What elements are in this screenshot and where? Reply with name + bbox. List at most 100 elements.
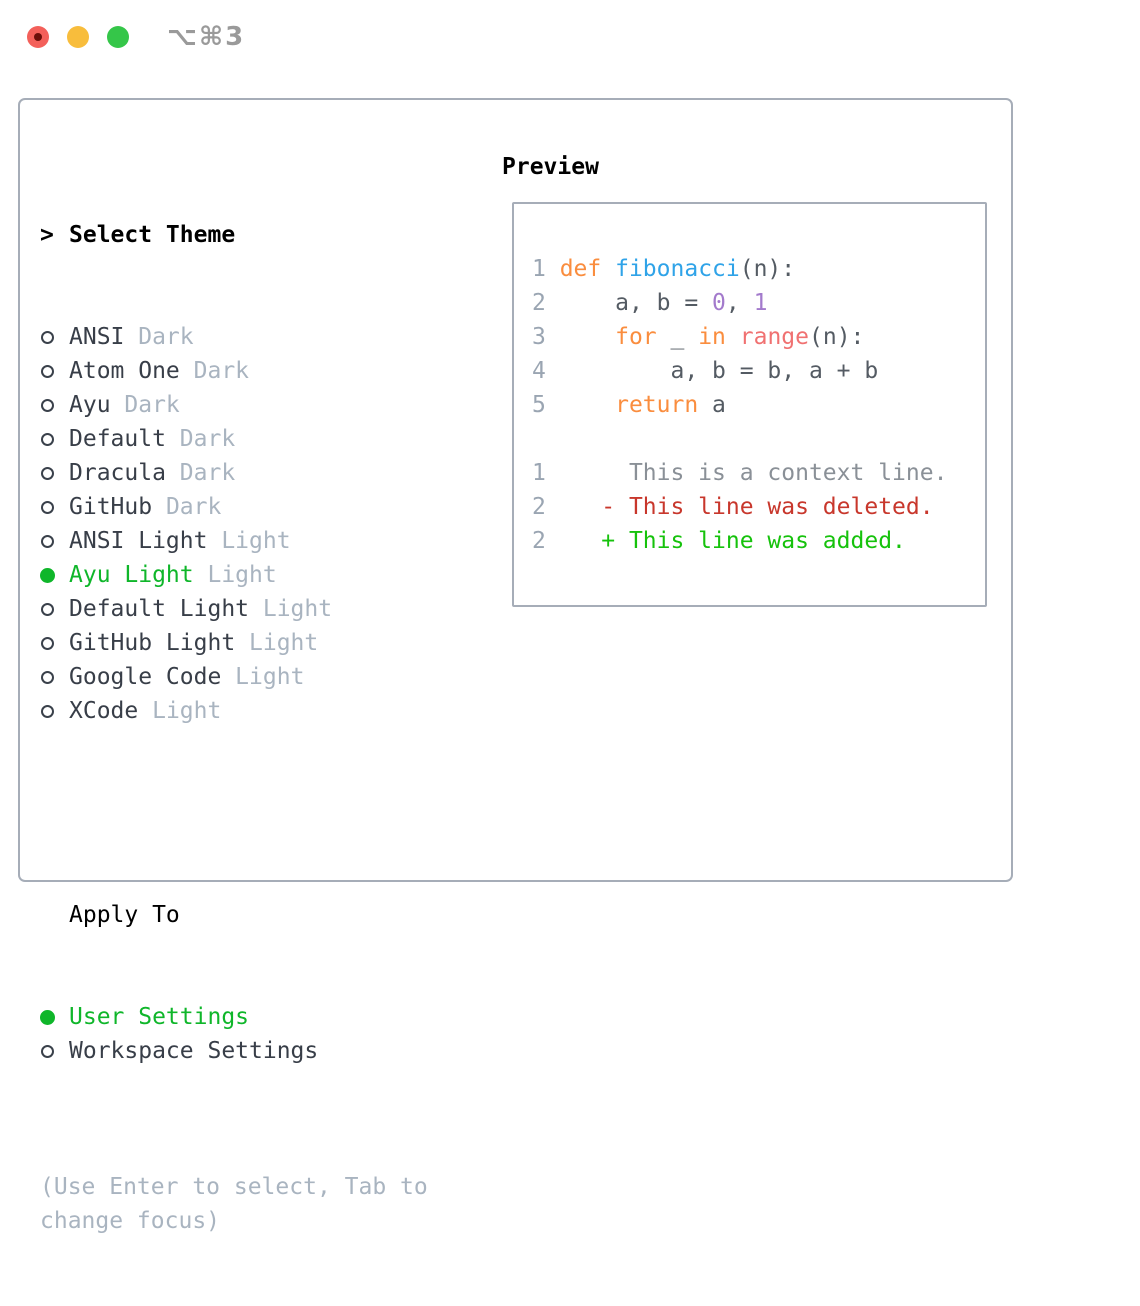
line-number: 1 xyxy=(532,460,560,486)
code-line: 5 return a xyxy=(532,388,985,422)
code-token: , xyxy=(725,290,754,316)
theme-name: ANSI xyxy=(69,324,125,350)
theme-variant-tag: Dark xyxy=(165,426,236,452)
theme-variant-tag: Dark xyxy=(124,324,194,350)
theme-variant-tag: Light xyxy=(221,664,305,690)
zoom-button[interactable] xyxy=(107,26,129,48)
radio-unselected-icon xyxy=(41,364,54,378)
line-number: 2 xyxy=(532,528,560,554)
theme-list-item[interactable]: Ayu Dark xyxy=(40,388,428,422)
radio-unselected-icon xyxy=(41,466,54,480)
theme-variant-tag: Dark xyxy=(179,358,250,384)
line-number: 2 xyxy=(532,494,560,520)
theme-list-item[interactable]: GitHub Dark xyxy=(40,490,428,524)
close-button[interactable] xyxy=(27,26,49,48)
theme-list-item[interactable]: Atom One Dark xyxy=(40,354,428,388)
line-number: 3 xyxy=(532,324,560,350)
line-number: 5 xyxy=(532,392,560,418)
radio-unselected-icon xyxy=(41,398,54,412)
theme-variant-tag: Light xyxy=(207,528,291,554)
code-token: range xyxy=(739,324,809,350)
minimize-button[interactable] xyxy=(67,26,89,48)
apply-to-option[interactable]: Workspace Settings xyxy=(40,1034,428,1068)
code-token xyxy=(726,324,740,350)
code-line xyxy=(532,422,985,456)
code-token: (n): xyxy=(739,256,796,282)
radio-unselected-icon xyxy=(41,704,54,718)
code-token: _ xyxy=(656,324,699,350)
code-line: 2 - This line was deleted. xyxy=(532,490,985,524)
code-line: 1 def fibonacci(n): xyxy=(532,252,985,286)
preview-title: Preview xyxy=(502,154,599,180)
spacer xyxy=(40,796,428,830)
radio-selected-icon xyxy=(40,1009,55,1025)
code-token: for xyxy=(615,324,657,350)
code-line: 2 + This line was added. xyxy=(532,524,985,558)
code-token: - This line was deleted. xyxy=(559,494,934,520)
theme-name: Default Light xyxy=(69,596,250,622)
radio-unselected-icon xyxy=(41,500,54,514)
code-line: 3 for _ in range(n): xyxy=(532,320,985,354)
theme-list-item[interactable]: GitHub Light Light xyxy=(40,626,428,660)
code-token: 1 xyxy=(753,290,768,316)
theme-variant-tag: Dark xyxy=(152,494,222,520)
theme-list-header: > Select Theme xyxy=(40,218,428,252)
theme-name: XCode xyxy=(69,698,139,724)
theme-list-item[interactable]: Google Code Light xyxy=(40,660,428,694)
apply-to-title: Apply To xyxy=(69,902,180,928)
radio-unselected-icon xyxy=(41,1044,54,1058)
radio-unselected-icon xyxy=(41,534,54,548)
theme-list-item[interactable]: Default Dark xyxy=(40,422,428,456)
theme-list-title: Select Theme xyxy=(69,222,236,248)
line-number: 2 xyxy=(532,290,560,316)
theme-list-item[interactable]: ANSI Dark xyxy=(40,320,428,354)
code-token: a, b = b, a + b xyxy=(559,358,879,384)
theme-list-item[interactable]: Dracula Dark xyxy=(40,456,428,490)
theme-variant-tag: Dark xyxy=(165,460,236,486)
theme-name: Default xyxy=(69,426,166,452)
code-token: 0 xyxy=(712,290,726,316)
theme-name: GitHub xyxy=(69,494,153,520)
code-token: a, b = xyxy=(559,290,713,316)
apply-to-option[interactable]: User Settings xyxy=(40,1000,428,1034)
cursor-prefix-icon: > xyxy=(40,222,54,248)
code-line: 4 a, b = b, a + b xyxy=(532,354,985,388)
code-line: 2 a, b = 0, 1 xyxy=(532,286,985,320)
theme-variant-tag: Light xyxy=(138,698,222,724)
theme-variant-tag: Light xyxy=(249,596,333,622)
code-token: def xyxy=(559,256,602,282)
theme-list-item[interactable]: Default Light Light xyxy=(40,592,428,626)
code-token: This is a context line. xyxy=(559,460,948,486)
line-number: 1 xyxy=(532,256,560,282)
code-token: in xyxy=(698,324,726,350)
theme-list-item[interactable]: Ayu Light Light xyxy=(40,558,428,592)
code-token: return xyxy=(615,392,699,418)
theme-variant-tag: Light xyxy=(235,630,319,656)
theme-list-item[interactable]: ANSI Light Light xyxy=(40,524,428,558)
radio-unselected-icon xyxy=(41,670,54,684)
theme-list-item[interactable]: XCode Light xyxy=(40,694,428,728)
line-number: 4 xyxy=(532,358,560,384)
apply-to-label: Workspace Settings xyxy=(69,1038,319,1064)
code-token: (n): xyxy=(809,324,865,350)
radio-unselected-icon xyxy=(41,432,54,446)
code-line: 1 This is a context line. xyxy=(532,456,985,490)
code-token: + This line was added. xyxy=(559,528,906,554)
theme-name: ANSI Light xyxy=(69,528,208,554)
titlebar: ⌥⌘3 xyxy=(0,0,1140,75)
radio-unselected-icon xyxy=(41,636,54,650)
apply-to-label: User Settings xyxy=(69,1004,250,1030)
theme-name: Dracula xyxy=(69,460,166,486)
code-token xyxy=(560,392,615,418)
code-token xyxy=(601,256,615,282)
theme-name: Google Code xyxy=(69,664,222,690)
radio-selected-icon xyxy=(40,567,55,583)
radio-unselected-icon xyxy=(41,602,54,616)
theme-variant-tag: Dark xyxy=(110,392,180,418)
code-token: fibonacci xyxy=(615,256,740,282)
theme-name: Ayu xyxy=(69,392,111,418)
